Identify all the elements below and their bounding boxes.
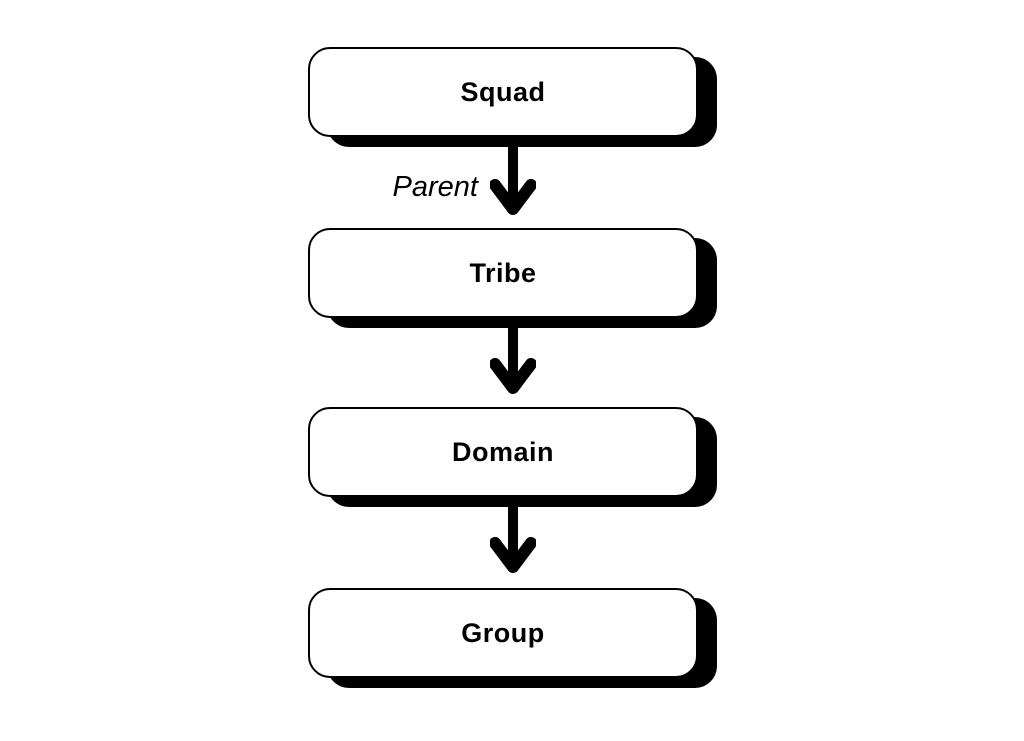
node-squad: Squad bbox=[308, 47, 698, 137]
node-group: Group bbox=[308, 588, 698, 678]
node-tribe-label: Tribe bbox=[469, 257, 537, 288]
edge-label-parent: Parent bbox=[392, 171, 478, 203]
node-squad-label: Squad bbox=[460, 76, 546, 107]
arrow-down-icon bbox=[490, 146, 536, 215]
node-group-label: Group bbox=[461, 617, 545, 648]
arrow-down-icon bbox=[490, 325, 536, 394]
node-domain: Domain bbox=[308, 407, 698, 497]
node-tribe: Tribe bbox=[308, 228, 698, 318]
node-domain-label: Domain bbox=[451, 436, 554, 467]
arrow-down-icon bbox=[490, 504, 536, 573]
